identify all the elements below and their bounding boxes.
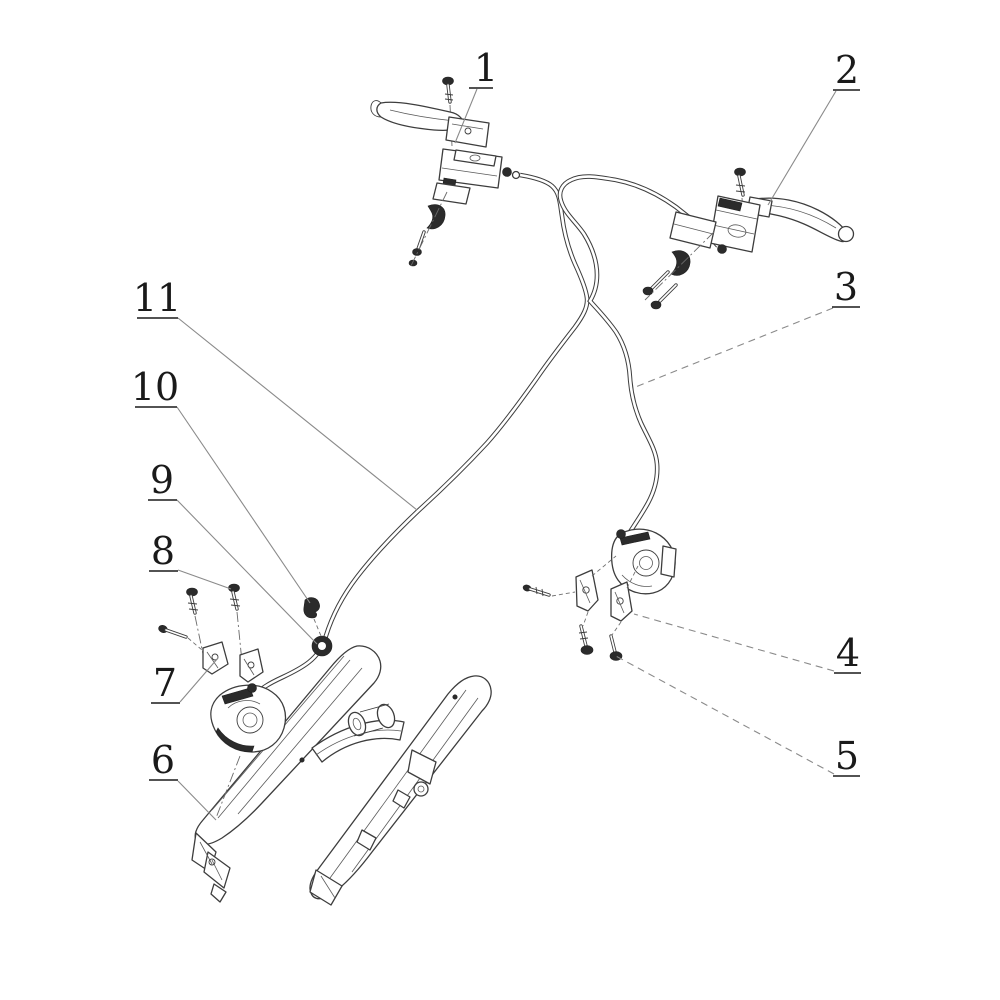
leader-line-5: [613, 654, 835, 775]
master-cylinder-reservoir: [438, 148, 503, 189]
part-number-8: 8: [151, 529, 175, 573]
handlebar-clamp-parts: [408, 182, 471, 269]
caliper-assembly-right: [522, 528, 677, 661]
part-1-lever-master-cylinder: [370, 76, 521, 269]
caliper-bracket-left: [575, 569, 599, 612]
part-number-3: 3: [834, 265, 858, 309]
part-number-9: 9: [150, 458, 174, 502]
leader-line-3: [632, 307, 834, 389]
handlebar-clamp-parts: [642, 211, 717, 310]
leader-line-7: [179, 657, 219, 703]
callout-4: 4: [633, 613, 861, 675]
leader-line-8: [177, 569, 232, 590]
callout-6: 6: [149, 738, 217, 821]
mount-bolt-right: [609, 634, 623, 661]
callout-8: 8: [149, 529, 232, 590]
master-cylinder-reservoir: [709, 195, 761, 254]
leader-line-10: [176, 406, 311, 604]
hose-guide-bracket-b: [239, 648, 264, 683]
caliper-body: [610, 528, 677, 595]
part-number-11: 11: [133, 276, 181, 320]
callout-11: 11: [133, 276, 418, 511]
hose-clip: [303, 597, 322, 637]
leader-line-6: [177, 780, 217, 821]
part-number-7: 7: [153, 661, 177, 705]
part-2-lever-master-cylinder: [642, 167, 855, 310]
callout-9: 9: [148, 458, 318, 645]
part-number-2: 2: [835, 48, 859, 92]
callout-3: 3: [632, 265, 860, 389]
leader-line-4: [633, 613, 835, 672]
pivot-screw: [158, 625, 203, 651]
banjo-fitting: [502, 167, 521, 180]
leader-line-11: [177, 317, 418, 511]
mount-bolt-left: [578, 624, 594, 655]
brake-hose-right: [557, 174, 720, 537]
bleed-screw: [522, 584, 551, 597]
caliper-bracket-right: [610, 581, 633, 622]
callout-10: 10: [131, 365, 311, 604]
callout-7: 7: [151, 657, 219, 705]
callout-1: 1: [454, 46, 498, 144]
callout-2: 2: [767, 48, 860, 206]
swingarm: [191, 645, 492, 906]
part-number-4: 4: [836, 631, 860, 675]
leader-line-1: [454, 88, 478, 144]
part-number-10: 10: [131, 365, 179, 409]
leader-line-9: [176, 499, 318, 645]
part-number-5: 5: [835, 734, 859, 778]
callouts-layer: 1 2 3 4 5 6 7 8 9 10 11: [131, 46, 861, 821]
part-number-1: 1: [474, 46, 498, 90]
lever-perch: [445, 116, 490, 148]
callout-5: 5: [613, 654, 860, 778]
hose-guide-bracket-a: [202, 641, 229, 675]
leader-line-2: [767, 90, 837, 206]
hose-grommet: [311, 635, 333, 657]
caliper-assembly-left: [158, 583, 287, 819]
part-number-6: 6: [151, 738, 175, 782]
caliper-body: [210, 683, 287, 819]
